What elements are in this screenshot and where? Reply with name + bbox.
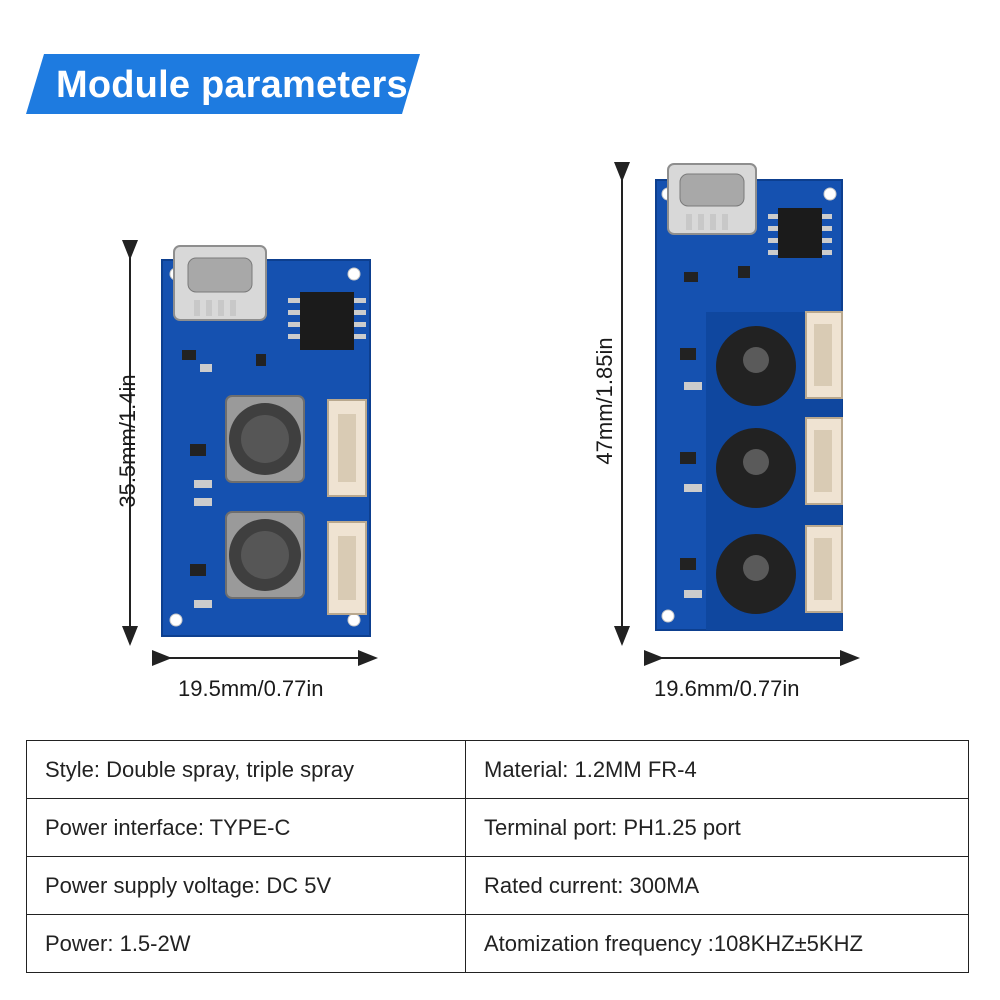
spec-power-interface: Power interface: TYPE-C: [26, 798, 466, 857]
double-spray-board-image: [161, 245, 371, 637]
table-row: Power supply voltage: DC 5V Rated curren…: [26, 856, 969, 915]
spec-rated-current: Rated current: 300MA: [465, 856, 969, 915]
spec-material: Material: 1.2MM FR-4: [465, 740, 969, 799]
double-width-label: 19.5mm/0.77in: [178, 676, 324, 701]
triple-height-label: 47mm/1.85in: [592, 337, 617, 465]
spec-atomization-frequency: Atomization frequency :108KHZ±5KHZ: [465, 914, 969, 973]
banner-background: [26, 54, 420, 114]
spec-power: Power: 1.5-2W: [26, 914, 466, 973]
spec-supply-voltage: Power supply voltage: DC 5V: [26, 856, 466, 915]
triple-width-label: 19.6mm/0.77in: [654, 676, 800, 701]
spec-table: Style: Double spray, triple spray Materi…: [26, 740, 969, 973]
table-row: Power interface: TYPE-C Terminal port: P…: [26, 798, 969, 857]
dimension-lines: [122, 162, 860, 666]
spec-style: Style: Double spray, triple spray: [26, 740, 466, 799]
section-banner: Module parameters: [26, 54, 420, 114]
table-row: Power: 1.5-2W Atomization frequency :108…: [26, 914, 969, 973]
table-row: Style: Double spray, triple spray Materi…: [26, 740, 969, 799]
triple-spray-board-image: [655, 163, 843, 631]
banner-title: Module parameters: [56, 64, 408, 106]
spec-terminal-port: Terminal port: PH1.25 port: [465, 798, 969, 857]
double-height-label: 35.5mm/1.4in: [115, 374, 140, 508]
